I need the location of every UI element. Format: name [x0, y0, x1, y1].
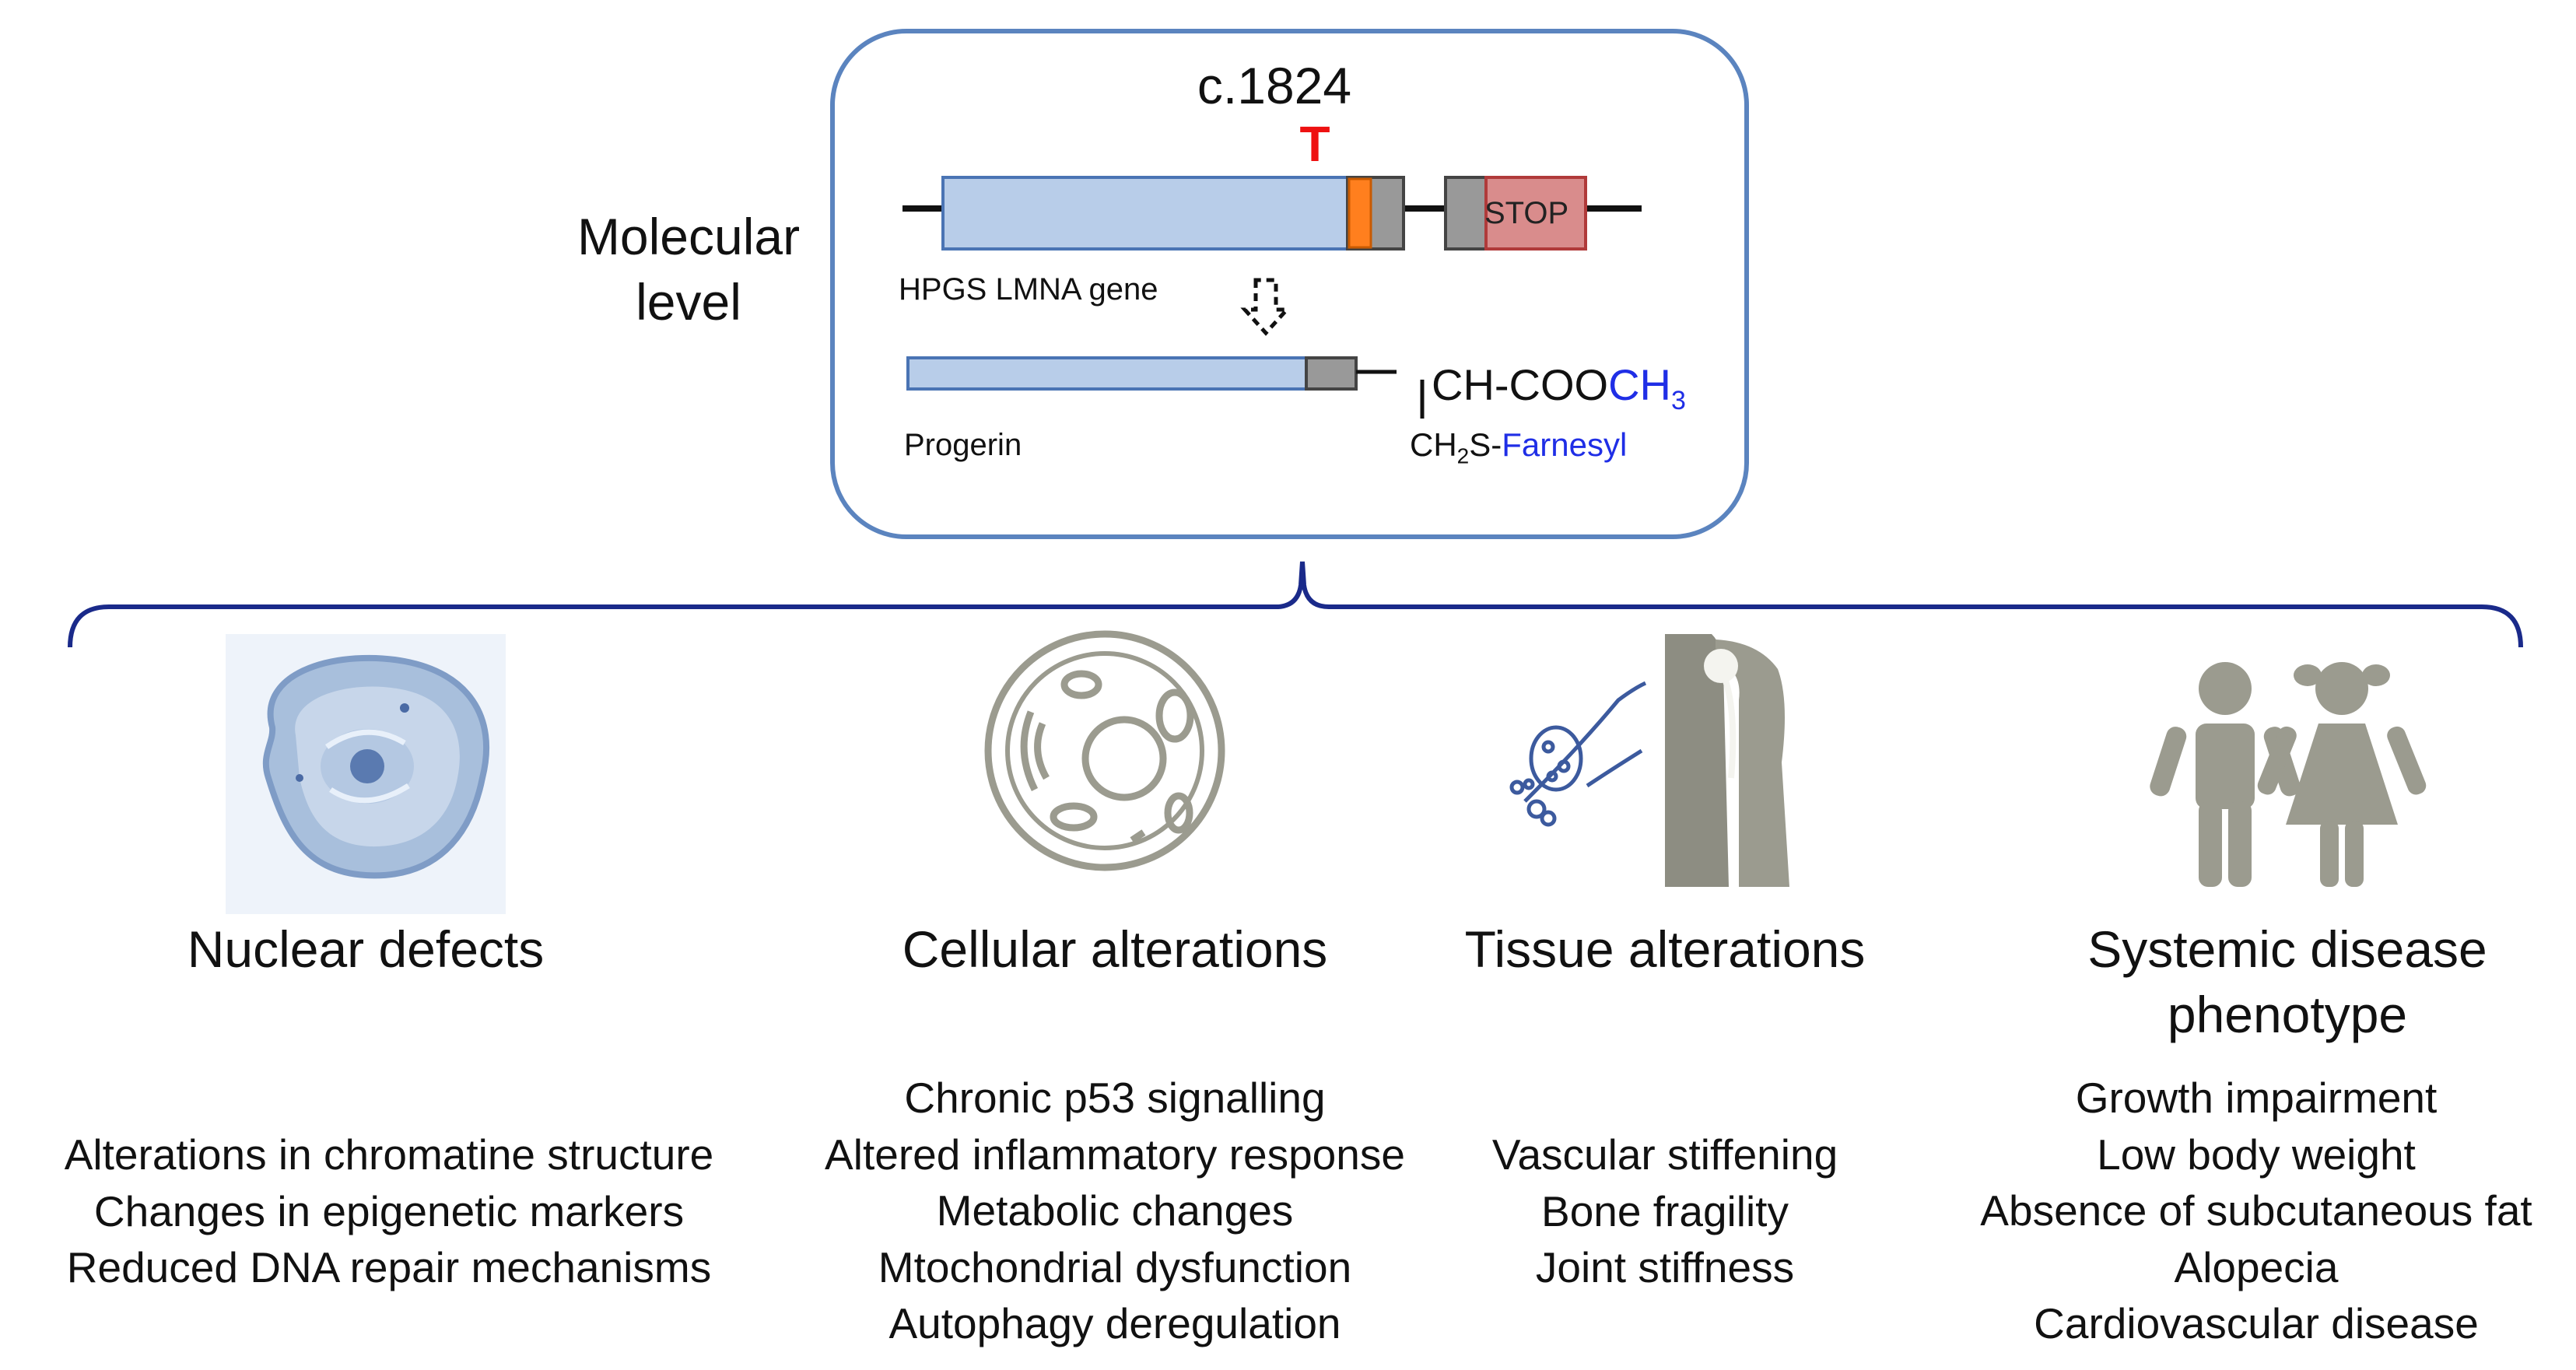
list-item: Low body weight: [2097, 1130, 2416, 1179]
list-item: Autophagy deregulation: [888, 1299, 1341, 1347]
systemic-title-line2: phenotype: [2167, 986, 2408, 1043]
mutation-site: [1348, 177, 1372, 249]
progerin-label: Progerin: [904, 428, 1022, 462]
molecular-level-label: Molecular level: [577, 204, 800, 335]
list-item: Chronic p53 signalling: [904, 1074, 1326, 1122]
farnesyl-label: Farnesyl: [1502, 426, 1628, 463]
list-item: Bone fragility: [1541, 1186, 1789, 1235]
list-item: Altered inflammatory response: [825, 1130, 1405, 1179]
systemic-phenotype-list: Growth impairment Low body weight Absenc…: [1980, 1070, 2532, 1352]
formula-methyl-subscript: 3: [1670, 386, 1686, 416]
list-item: Absence of subcutaneous fat: [1980, 1186, 2532, 1235]
bracket-brace: [68, 561, 2523, 648]
formula-bottom: CH2S-Farnesyl: [1410, 426, 1627, 468]
list-item: Mtochondrial dysfunction: [878, 1242, 1352, 1291]
list-item: Joint stiffness: [1535, 1243, 1795, 1291]
list-item: Changes in epigenetic markers: [93, 1186, 685, 1235]
formula-top-prefix: CH-COO: [1432, 360, 1609, 409]
tissue-alterations-title: Tissue alterations: [1464, 920, 1866, 978]
gene-exon-gray-2: [1444, 176, 1488, 251]
gene-exon-main: [941, 176, 1349, 251]
tissue-alterations-list: Vascular stiffening Bone fragility Joint…: [1492, 1126, 1838, 1296]
list-item: Cardiovascular disease: [2034, 1299, 2479, 1347]
molecular-level-box: [830, 29, 1749, 539]
formula-top: CH-COOCH3: [1432, 359, 1686, 416]
formula-bottom-mid: S-: [1469, 426, 1502, 463]
systemic-phenotype-title: Systemic disease phenotype: [2087, 916, 2487, 1047]
list-item: Growth impairment: [2075, 1074, 2438, 1122]
list-item: Alterations in chromatine structure: [64, 1130, 714, 1179]
stop-exon: [1484, 176, 1587, 251]
formula-bottom-subscript: 2: [1456, 443, 1470, 468]
list-item: Metabolic changes: [936, 1186, 1294, 1235]
dashed-down-arrow-icon: [1240, 278, 1292, 336]
nucleus-cell-icon: [226, 634, 506, 914]
formula-methyl: CH: [1608, 360, 1671, 409]
cellular-alterations-title: Cellular alterations: [902, 920, 1328, 978]
formula-bottom-prefix: CH: [1410, 426, 1457, 463]
lmna-gene-diagram: [902, 176, 1642, 251]
nuclear-defects-list: Alterations in chromatine structure Chan…: [65, 1126, 714, 1296]
mutation-position-label: c.1824: [1197, 57, 1352, 114]
cell-organelles-icon: [984, 630, 1225, 871]
nuclear-defects-title: Nuclear defects: [187, 920, 545, 978]
list-item: Alopecia: [2174, 1242, 2339, 1291]
list-item: Vascular stiffening: [1491, 1130, 1838, 1179]
molecular-label-line2: level: [636, 273, 741, 331]
progerin-protein-diagram: [906, 356, 1425, 419]
cellular-alterations-list: Chronic p53 signalling Altered inflammat…: [825, 1070, 1405, 1352]
list-item: Reduced DNA repair mechanisms: [66, 1243, 712, 1291]
molecular-label-line1: Molecular: [577, 208, 801, 265]
mutation-base-label: T: [1299, 116, 1330, 172]
tissue-bone-vessel-icon: [1509, 634, 1789, 887]
stop-codon-label: STOP: [1484, 196, 1569, 230]
systemic-title-line1: Systemic disease: [2087, 920, 2487, 978]
gene-label: HPGS LMNA gene: [899, 272, 1158, 307]
children-figures-icon: [2150, 662, 2427, 887]
